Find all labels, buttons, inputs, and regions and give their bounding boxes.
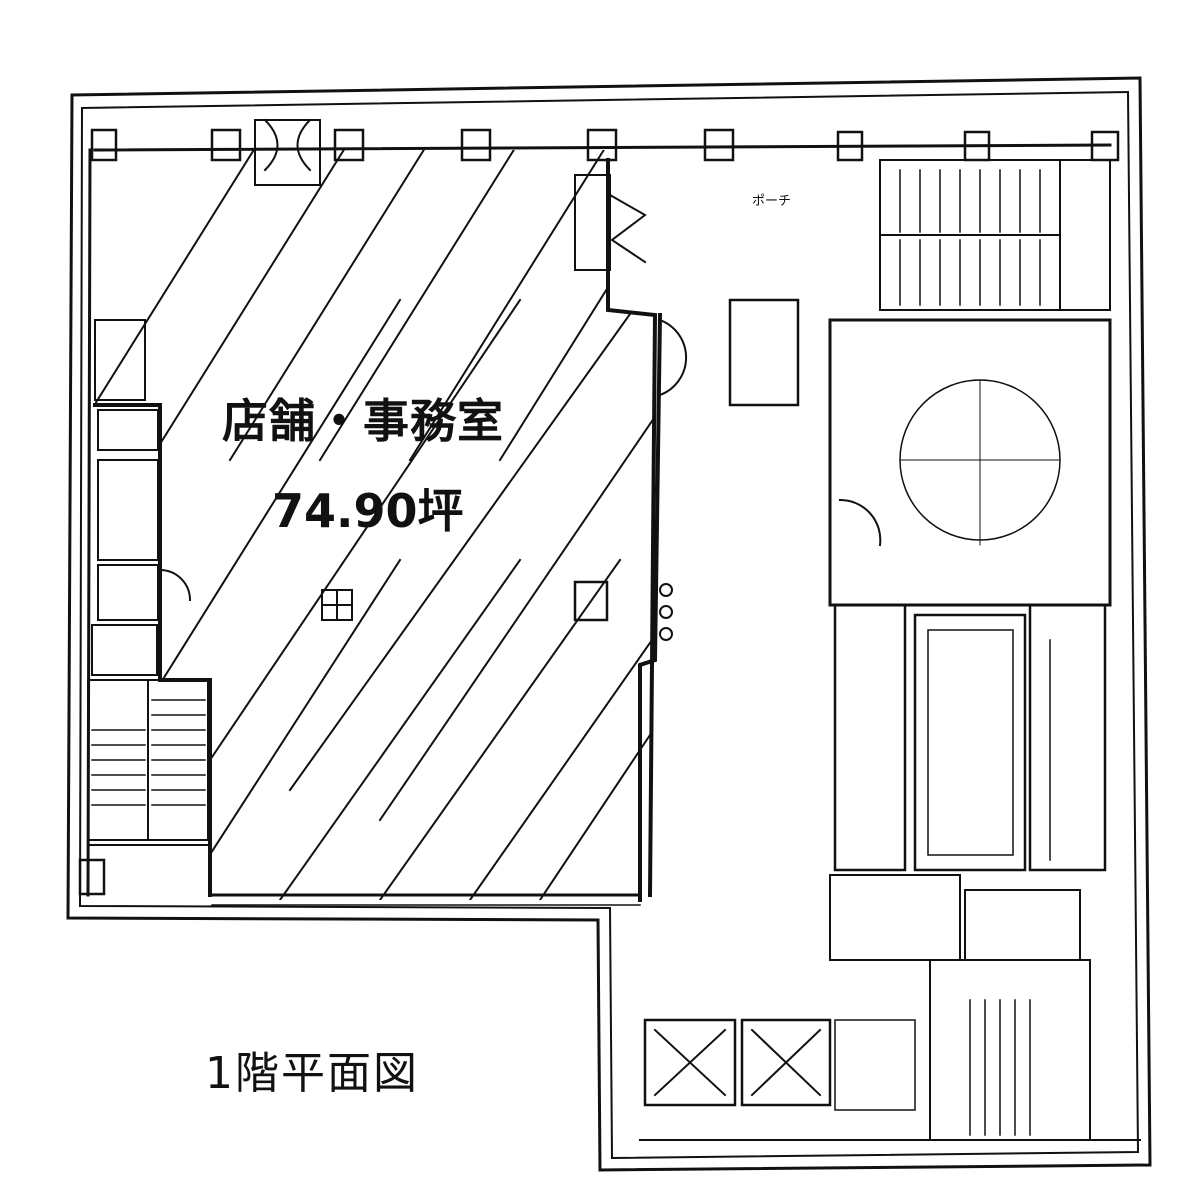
corridor-fixture xyxy=(728,298,800,407)
lower-right-rooms xyxy=(829,874,1091,1141)
structural-columns xyxy=(78,128,1120,896)
doors xyxy=(158,118,882,602)
porch-label: ポーチ xyxy=(752,194,792,209)
drawing-title: 1階平面図 xyxy=(205,1048,419,1099)
shop-fixture-symbols xyxy=(321,583,673,641)
right-top-stairs xyxy=(879,159,1111,311)
shop-hatching xyxy=(95,150,655,900)
left-stair-treads xyxy=(91,699,206,806)
room-name-label: 店舗・事務室 xyxy=(222,394,504,448)
elevator-block xyxy=(833,603,1107,872)
outer-wall xyxy=(66,76,1152,1172)
room-area-label: 74.90坪 xyxy=(272,484,464,538)
right-top-stair-treads xyxy=(899,169,1041,306)
bottom-shafts xyxy=(639,1018,1141,1141)
left-service-rooms xyxy=(87,319,211,846)
right-room xyxy=(828,318,1112,607)
